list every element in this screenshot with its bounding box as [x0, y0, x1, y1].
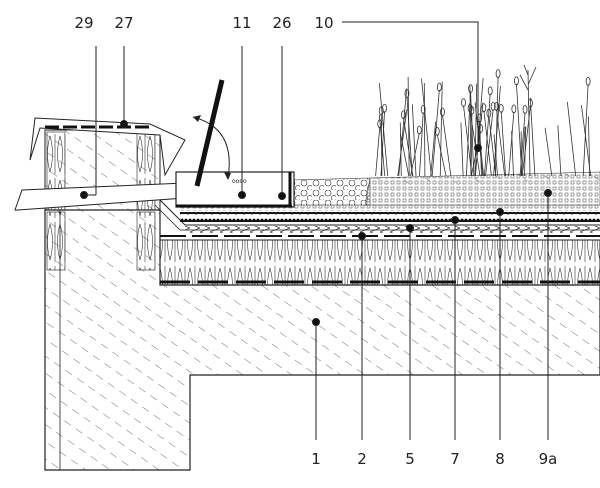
- grass-stalk: [436, 134, 447, 177]
- grass-stalk: [380, 111, 385, 177]
- grass-stalk: [399, 122, 402, 177]
- grass-stalk: [582, 84, 589, 177]
- grass-stalk: [469, 111, 481, 177]
- grass-stalk: [423, 82, 426, 177]
- seed-head: [404, 89, 410, 98]
- protection-mat: [185, 226, 600, 233]
- coping-flashing: [29, 117, 186, 177]
- grass-stalk: [529, 97, 536, 177]
- grass-stalk: [485, 109, 494, 177]
- opening-arrow: [192, 116, 230, 179]
- grass-stalk: [588, 116, 591, 177]
- gravel-strip: [291, 177, 371, 206]
- grass-stalk: [380, 113, 383, 177]
- label-8: 8: [495, 450, 505, 468]
- seed-head: [481, 103, 487, 113]
- seed-head: [498, 103, 504, 113]
- insulation-layer: [159, 239, 600, 286]
- grass-stalk: [442, 114, 452, 177]
- grass-stalk: [484, 93, 491, 177]
- grass-stalk: [494, 76, 499, 177]
- label-5: 5: [405, 450, 415, 468]
- grass-stalk: [379, 83, 389, 177]
- grass-stalk: [511, 130, 514, 177]
- seed-head: [514, 76, 519, 86]
- grass-stalk: [375, 126, 381, 177]
- grass-stalk: [508, 111, 515, 177]
- seed-head: [378, 106, 384, 116]
- grass-stalk: [557, 125, 562, 177]
- flowering-plant: [519, 64, 537, 177]
- grass-stalk: [470, 91, 475, 177]
- svg-text:oooo: oooo: [232, 178, 247, 185]
- grass-stalk: [544, 127, 553, 177]
- vegetation: [375, 64, 592, 177]
- grass-stalk: [411, 104, 417, 177]
- grass-stalk: [378, 114, 386, 177]
- grass-stalk: [419, 112, 424, 177]
- grass-stalk: [466, 102, 471, 177]
- chamber-lid: [194, 79, 225, 187]
- leader-lines: [80, 21, 552, 440]
- seed-head: [420, 104, 426, 114]
- seed-head: [401, 110, 406, 120]
- grass-stalk: [521, 126, 526, 177]
- grass-stalk: [521, 106, 531, 177]
- grass-stalk: [483, 110, 492, 177]
- grass-stalk: [421, 78, 432, 177]
- grass-stalk: [439, 81, 443, 177]
- label-26: 26: [272, 14, 291, 32]
- grass-stalk: [474, 102, 484, 177]
- grass-stalk: [474, 83, 478, 177]
- label-10: 10: [314, 14, 333, 32]
- label-29: 29: [74, 14, 93, 32]
- drainage-layer: [180, 212, 600, 222]
- grass-stalk: [566, 101, 577, 177]
- grass-stalk: [400, 133, 410, 177]
- seed-head: [416, 125, 422, 135]
- seed-head: [436, 82, 442, 92]
- seed-head: [434, 126, 440, 136]
- grass-stalk: [516, 83, 523, 177]
- label-2: 2: [357, 450, 367, 468]
- label-27: 27: [114, 14, 133, 32]
- grass-stalk: [460, 122, 464, 177]
- label-9a: 9a: [539, 450, 558, 468]
- seed-head: [469, 105, 475, 115]
- grass-stalk: [519, 112, 526, 177]
- grass-stalk: [580, 105, 592, 177]
- seed-head: [487, 86, 493, 96]
- seed-head: [468, 84, 473, 94]
- seed-head: [495, 69, 501, 79]
- grass-stalk: [470, 113, 473, 177]
- seed-head: [522, 105, 528, 114]
- grass-stalk: [500, 111, 506, 177]
- grass-stalk: [406, 96, 413, 177]
- grass-stalk: [431, 89, 440, 177]
- seed-head: [511, 104, 517, 114]
- seed-head: [461, 98, 466, 108]
- seed-head: [585, 76, 591, 86]
- label-7: 7: [450, 450, 460, 468]
- label-1: 1: [311, 450, 321, 468]
- label-11: 11: [232, 14, 251, 32]
- seed-head: [440, 107, 445, 117]
- seed-head: [490, 101, 496, 111]
